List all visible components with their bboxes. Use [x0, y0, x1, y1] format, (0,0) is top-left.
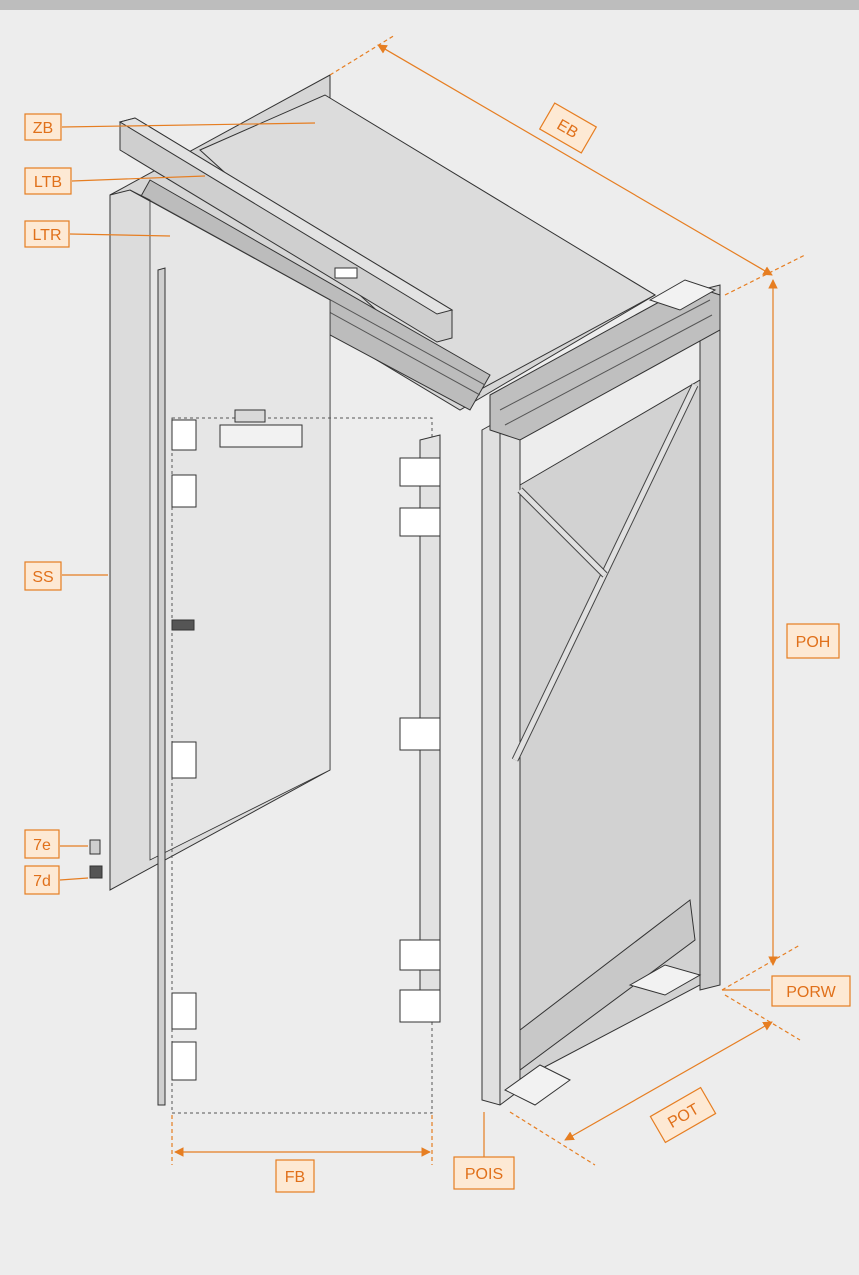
- label-ltr-text: LTR: [32, 227, 61, 244]
- label-eb: EB: [538, 102, 598, 154]
- cross-panel-zb: [118, 117, 454, 343]
- label-ltb-text: LTB: [34, 174, 62, 191]
- pocket-frame: [481, 279, 721, 1106]
- label-zb: ZB: [24, 113, 62, 141]
- hinge-group-left: [171, 419, 197, 1081]
- label-7d: 7d: [24, 865, 60, 895]
- label-pot: POT: [649, 1086, 717, 1144]
- door-leaf: [157, 267, 166, 1106]
- small-parts: [89, 839, 103, 879]
- label-pois-text: POIS: [465, 1166, 503, 1183]
- label-ss: SS: [24, 561, 62, 591]
- label-poh: POH: [786, 623, 840, 659]
- label-ltr: LTR: [24, 220, 70, 248]
- dimension-lines: [59, 34, 806, 1166]
- label-ss-text: SS: [32, 569, 53, 586]
- label-fb-text: FB: [285, 1169, 305, 1186]
- label-pois: POIS: [453, 1156, 515, 1190]
- label-fb: FB: [275, 1159, 315, 1193]
- top-bar: [0, 0, 859, 10]
- label-poh-text: POH: [796, 634, 831, 651]
- hinge-mechanism: [219, 409, 303, 448]
- label-7d-text: 7d: [33, 873, 51, 890]
- label-porw: PORW: [771, 975, 851, 1007]
- label-porw-text: PORW: [786, 984, 836, 1001]
- label-ltb: LTB: [24, 167, 72, 195]
- side-panel-ss: [109, 189, 331, 891]
- label-zb-text: ZB: [33, 120, 53, 137]
- label-7e-text: 7e: [33, 837, 51, 854]
- label-7e: 7e: [24, 829, 60, 859]
- vertical-carrier-rail: [399, 434, 441, 1023]
